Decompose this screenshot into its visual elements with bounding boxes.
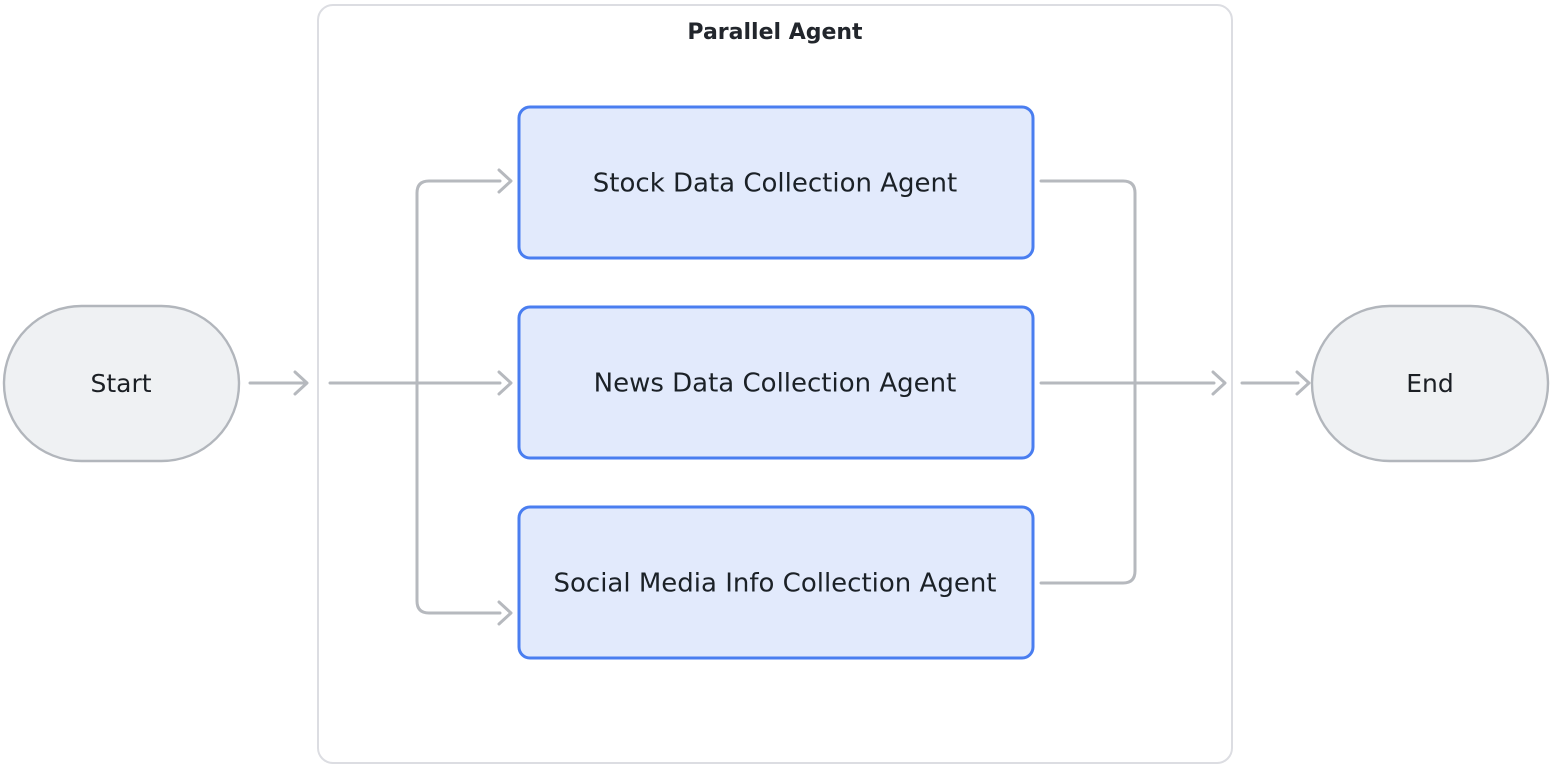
agent-node-social-media-info-collection[interactable]: [517, 505, 1035, 660]
agent-node-news-data-collection-label: News Data Collection Agent: [594, 369, 957, 399]
edge-fanout-to-agent-1-arrowhead: [497, 168, 513, 194]
parallel-agent-title: Parallel Agent: [687, 20, 863, 45]
edge-fanin-trunk-arrowhead: [1211, 370, 1227, 396]
edge-start-to-group-arrowhead: [293, 370, 309, 396]
end-node[interactable]: [1310, 304, 1550, 463]
agent-node-stock-data-collection-label: Stock Data Collection Agent: [593, 169, 957, 199]
edge-fanout-to-agent-2-arrowhead: [497, 370, 513, 396]
agent-node-social-media-info-collection-label: Social Media Info Collection Agent: [553, 569, 996, 599]
edge-fanout-to-agent-3: [415, 381, 502, 615]
start-node-label: Start: [90, 369, 151, 398]
start-node[interactable]: [2, 304, 241, 463]
edge-fanout-to-agent-1: [415, 179, 502, 385]
end-node-label: End: [1406, 369, 1454, 398]
edge-agent-1-to-fanin: [1039, 179, 1137, 385]
edge-group-to-end-arrowhead: [1295, 370, 1311, 396]
agent-node-stock-data-collection[interactable]: [517, 105, 1035, 260]
agent-node-news-data-collection[interactable]: [517, 305, 1035, 460]
edge-agent-3-to-fanin: [1039, 381, 1137, 585]
edge-fanout-to-agent-3-arrowhead: [497, 600, 513, 626]
